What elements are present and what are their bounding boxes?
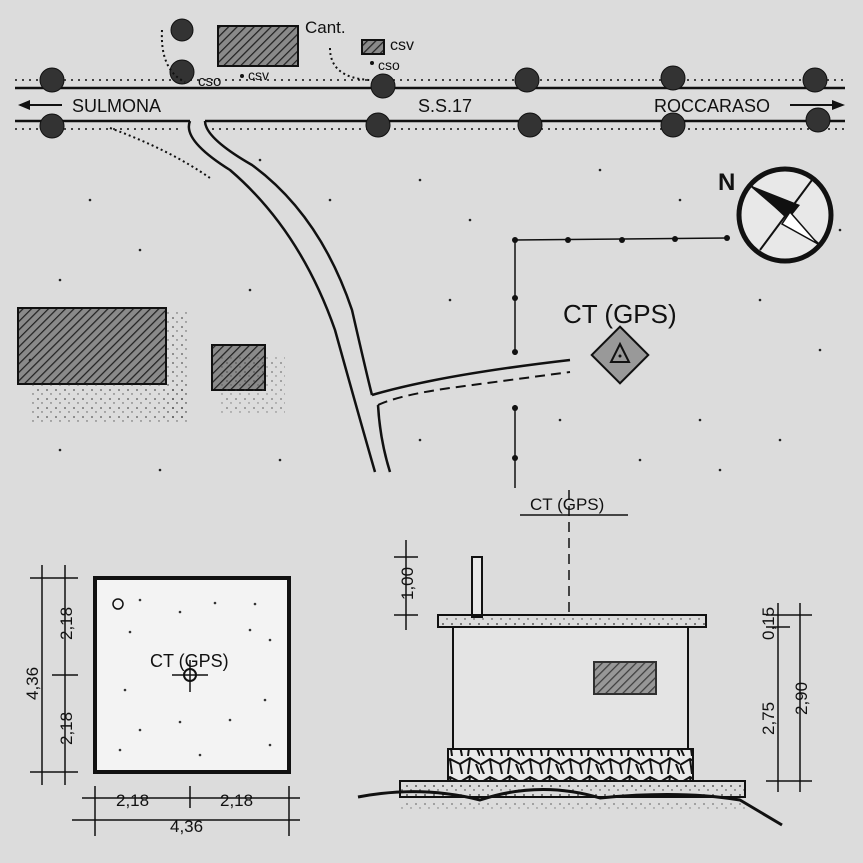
fence-line	[512, 235, 730, 488]
cso-label: cso	[198, 73, 221, 90]
site-map: SULMONA S.S.17 ROCCARASO	[15, 18, 845, 488]
elevation-top-label: CT (GPS)	[530, 495, 604, 514]
plan-crosshair-icon	[172, 660, 208, 692]
foundation	[399, 780, 746, 798]
elevation-view: CT (GPS) 1,00 0,15 2,75 2	[357, 490, 812, 827]
plan-dim-bottom: 2,18	[57, 712, 76, 745]
plan-dim-left: 2,18	[116, 791, 149, 810]
csv-label: csv	[248, 67, 269, 83]
tree-icon	[39, 18, 831, 139]
plan-dim-top: 2,18	[57, 607, 76, 640]
terrain-dots	[28, 158, 842, 472]
dim-wall: 2,75	[759, 702, 778, 735]
plan-texture	[118, 598, 272, 757]
ground-line	[357, 788, 783, 827]
small-building	[361, 39, 385, 55]
cant-label: Cant.	[305, 18, 346, 37]
wall-plate	[593, 661, 657, 695]
town-west-label: SULMONA	[72, 96, 161, 116]
dim-pillar: 1,00	[398, 567, 417, 600]
plan-dim-total-horizontal: 4,36	[170, 817, 203, 836]
cso-label: cso	[378, 57, 400, 73]
cant-building	[217, 25, 299, 67]
plan-center-label: CT (GPS)	[150, 651, 229, 671]
plan-dim-total-vertical: 4,36	[23, 667, 42, 700]
arrow-east-icon	[790, 100, 845, 110]
ct-gps-label: CT (GPS)	[563, 299, 677, 329]
side-road	[109, 120, 392, 473]
ct-gps-marker	[590, 325, 650, 385]
plan-dim-right: 2,18	[220, 791, 253, 810]
plan-vertical-dimensions	[30, 565, 78, 785]
dim-total-height: 2,90	[792, 682, 811, 715]
plan-horizontal-dimensions	[72, 786, 300, 836]
plan-view: CT (GPS) 2,18 2,18 4,36 2,18 2,18 4,36	[23, 565, 300, 836]
csv-label: csv	[390, 37, 414, 54]
north-label: N	[718, 169, 735, 196]
north-arrow-icon	[736, 166, 834, 264]
roof-slab	[437, 614, 707, 628]
pillar-dimension	[394, 540, 418, 630]
town-east-label: ROCCARASO	[654, 96, 770, 116]
road-label: S.S.17	[418, 96, 472, 116]
dim-slab: 0,15	[759, 607, 778, 640]
large-house	[17, 307, 167, 385]
pillar	[471, 556, 483, 618]
height-dimensions	[766, 603, 812, 792]
arrow-west-icon	[18, 100, 62, 110]
branch-road	[371, 358, 571, 406]
stone-base	[447, 748, 694, 782]
